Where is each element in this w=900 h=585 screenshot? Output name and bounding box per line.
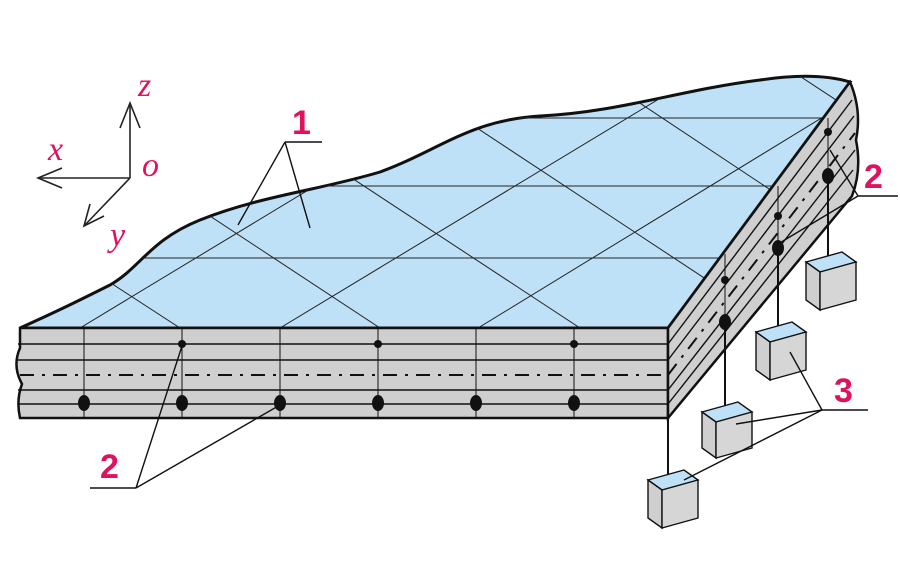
coordinate-axes bbox=[35, 100, 141, 228]
node bbox=[721, 276, 729, 284]
node bbox=[178, 340, 186, 348]
node bbox=[570, 340, 578, 348]
node bbox=[176, 395, 188, 411]
support-rods bbox=[667, 176, 829, 478]
z-axis-label: z bbox=[137, 67, 151, 104]
plate-front-face bbox=[15, 326, 670, 420]
support-block bbox=[804, 251, 858, 312]
callout-2-right-leader bbox=[777, 149, 898, 245]
plate-top-face bbox=[19, 74, 853, 330]
node bbox=[274, 395, 286, 411]
node bbox=[568, 395, 580, 411]
node bbox=[372, 395, 384, 411]
plate-side-face bbox=[666, 79, 860, 422]
front-nodes bbox=[78, 340, 580, 411]
node bbox=[824, 128, 832, 136]
origin-label: o bbox=[142, 147, 159, 184]
y-axis-arrow bbox=[83, 177, 131, 227]
x-axis-label: x bbox=[47, 131, 63, 168]
callout-3-label: 3 bbox=[834, 372, 853, 410]
callout-2-front-leader bbox=[90, 345, 281, 489]
callout-2-front-label: 2 bbox=[100, 448, 119, 486]
support-block bbox=[754, 321, 808, 382]
callout-1-label: 1 bbox=[292, 104, 311, 142]
node bbox=[374, 340, 382, 348]
node bbox=[470, 395, 482, 411]
support-block bbox=[646, 469, 700, 530]
y-axis-label: y bbox=[107, 217, 126, 254]
callout-1-leader bbox=[237, 141, 322, 229]
node bbox=[774, 212, 782, 220]
callout-3-leader bbox=[683, 351, 868, 481]
callout-2-right-label: 2 bbox=[864, 158, 883, 196]
node bbox=[78, 395, 90, 411]
